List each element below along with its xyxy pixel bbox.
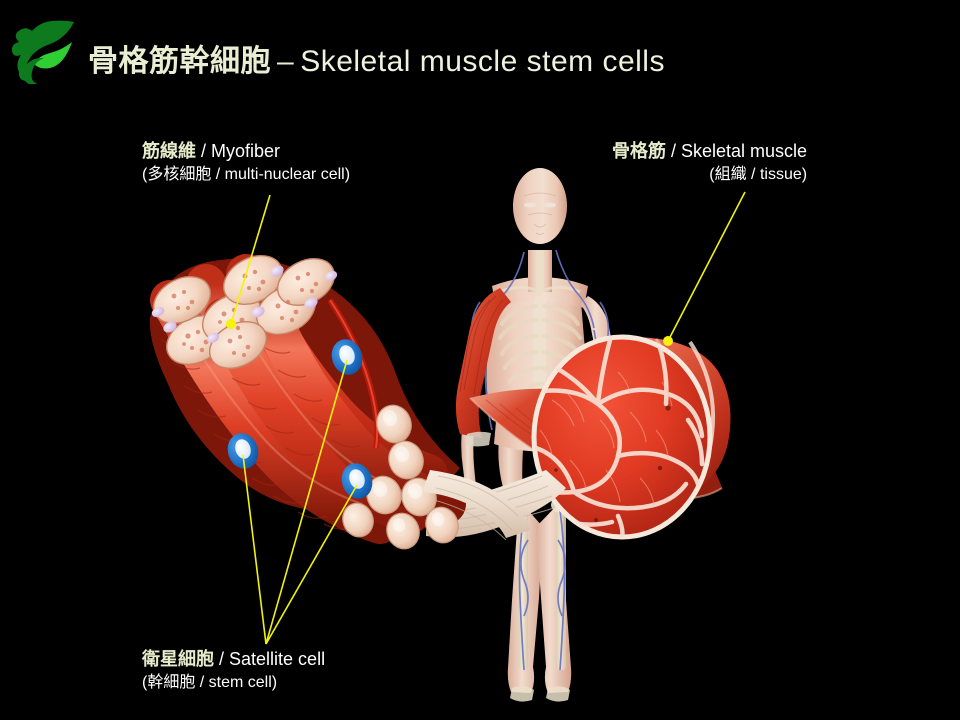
skeletal-muscle-leader-dot (663, 336, 673, 346)
label-satellite-cell-line1: 衛星細胞/Satellite cell (142, 648, 325, 671)
label-myofiber-line1: 筋線維/Myofiber (142, 140, 350, 163)
satellite-cell (331, 339, 363, 375)
highlighted-bicep-muscle (455, 288, 511, 447)
label-myofiber: 筋線維/Myofiber (多核細胞 / multi-nuclear cell) (142, 140, 350, 186)
label-satellite-cell-jp: 衛星細胞 (142, 649, 214, 669)
satellite-cells (227, 339, 373, 499)
satellite-cell (227, 433, 259, 469)
label-satellite-cell-en: Satellite cell (229, 649, 326, 669)
label-skeletal-muscle-line1: 骨格筋/Skeletal muscle (612, 140, 807, 163)
leader-line-myofiber (230, 194, 271, 325)
myofiber-cut-faces (151, 255, 338, 369)
leader-line-satellite-1 (265, 359, 348, 645)
label-skeletal-muscle-sub: (組織 / tissue) (709, 166, 808, 184)
page-title: 骨格筋幹細胞–Skeletal muscle stem cells (88, 36, 665, 80)
myofiber-nuclei (151, 265, 338, 344)
myofiber-leader-dot (226, 319, 236, 329)
green-wing-leaf-logo (12, 20, 74, 84)
page-title-jp: 骨格筋幹細胞 (88, 45, 271, 78)
leader-lines (230, 191, 746, 645)
leader-line-skeletal-muscle (667, 191, 746, 342)
leader-dots (226, 319, 673, 346)
label-satellite-cell-sub: (幹細胞 / stem cell) (142, 674, 278, 692)
label-satellite-cell: 衛星細胞/Satellite cell (幹細胞 / stem cell) (142, 648, 325, 694)
leader-line-satellite-3 (265, 484, 358, 645)
satellite-cell (341, 463, 373, 499)
skeletal-muscle-cross-section (425, 334, 731, 540)
label-skeletal-muscle-jp: 骨格筋 (612, 141, 666, 161)
myofiber-rounded-ends (342, 404, 459, 550)
label-satellite-cell-separator: / (219, 649, 225, 669)
label-myofiber-separator: / (201, 141, 207, 161)
slide-header: 骨格筋幹細胞–Skeletal muscle stem cells (0, 0, 960, 100)
label-myofiber-en: Myofiber (211, 141, 281, 161)
leader-line-satellite-2 (242, 454, 267, 645)
label-skeletal-muscle-separator: / (671, 141, 677, 161)
label-myofiber-jp: 筋線維 (142, 141, 196, 161)
label-myofiber-sub: (多核細胞 / multi-nuclear cell) (142, 166, 351, 184)
page-title-en: Skeletal muscle stem cells (300, 45, 665, 78)
label-skeletal-muscle-en: Skeletal muscle (681, 141, 808, 161)
page-title-dash: – (277, 45, 295, 78)
label-skeletal-muscle: 骨格筋/Skeletal muscle (組織 / tissue) (612, 140, 807, 186)
